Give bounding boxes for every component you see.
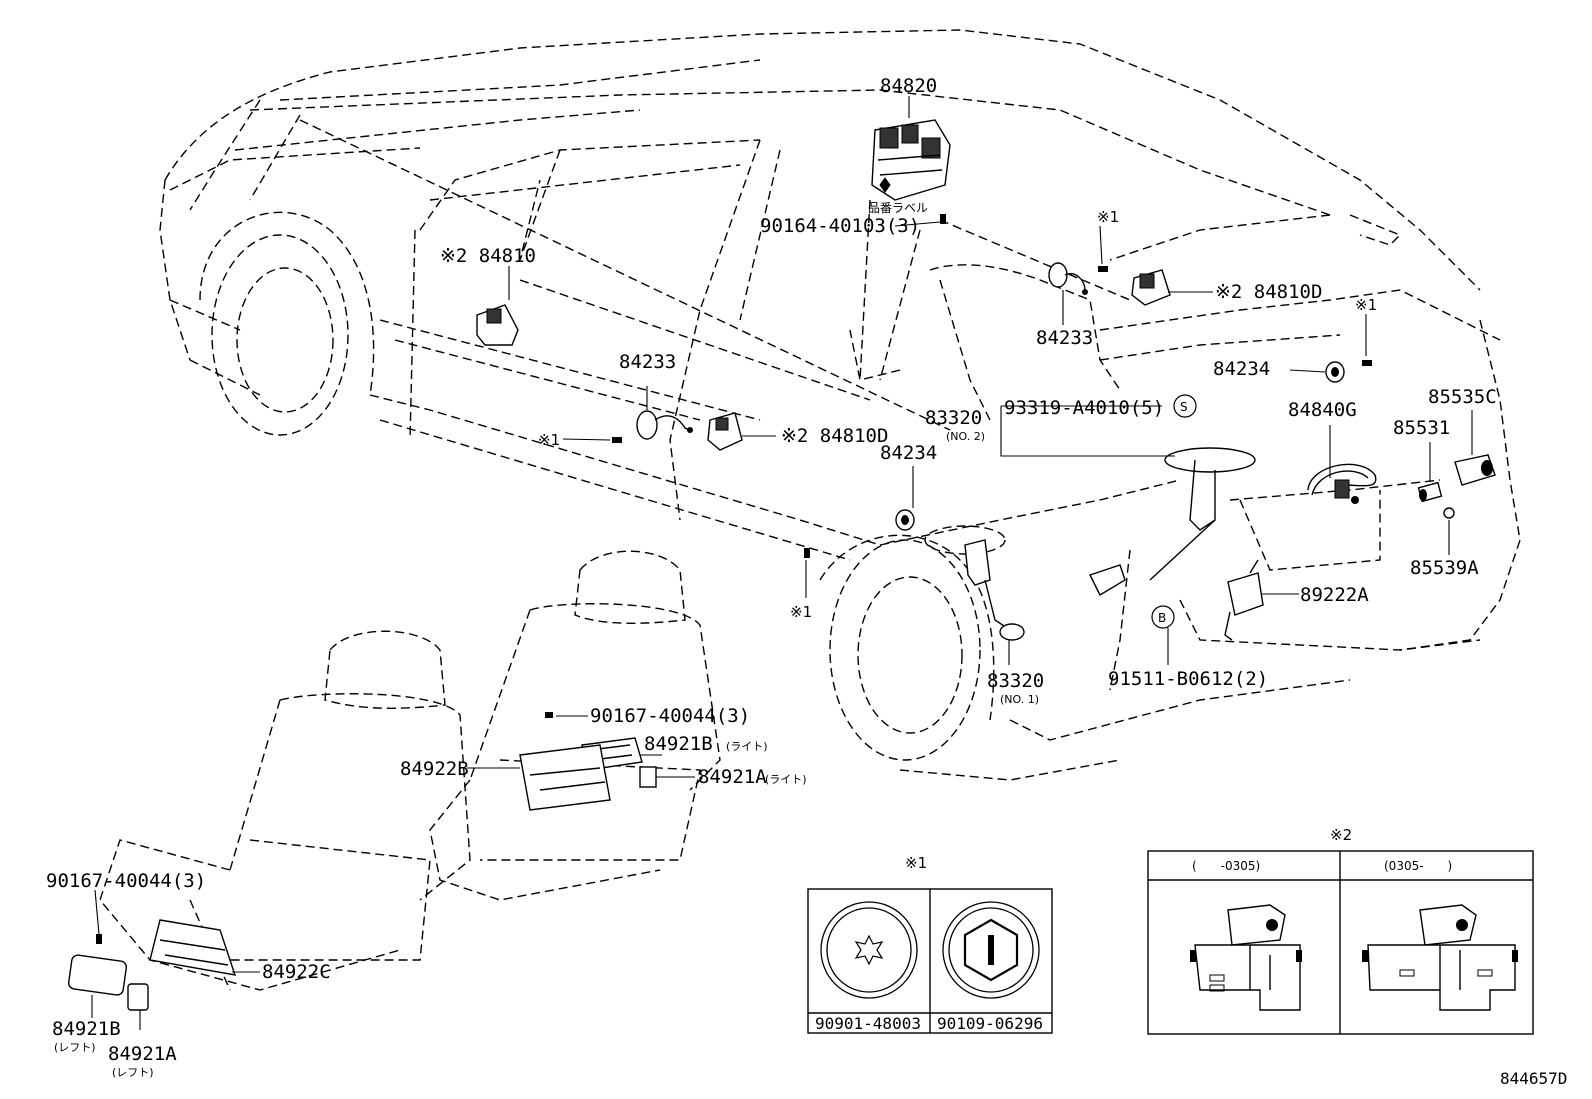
label-light-a: (ライト) — [765, 773, 807, 786]
label-83320-no1: 83320 — [987, 670, 1044, 692]
label-84810D-left: ※2 84810D — [781, 425, 888, 447]
label-89222A: 89222A — [1300, 584, 1369, 606]
part-85539A — [1443, 507, 1455, 519]
label-85535C: 85535C — [1428, 386, 1497, 408]
screw-mark1-right-top — [1098, 266, 1108, 272]
switch-old-icon — [1190, 904, 1302, 1011]
cap-84234-left — [895, 509, 915, 531]
label-85539A: 85539A — [1410, 557, 1479, 579]
circle-b-mark — [1151, 605, 1175, 629]
label-84234-left: 84234 — [880, 442, 937, 464]
switch-84840G — [1307, 463, 1377, 504]
label-91511-B0612: 91511-B0612(2) — [1108, 668, 1268, 690]
label-84921A-light: 84921A — [698, 766, 767, 788]
master-switch-84820 — [871, 119, 951, 201]
circle-s-mark — [1173, 394, 1197, 418]
label-no1: (NO. 1) — [1000, 693, 1039, 706]
label-84921A-left: 84921A — [108, 1043, 177, 1065]
inset-mark1: ※1 90901-48003 90109-06296 — [807, 854, 1053, 1034]
screw-90164 — [940, 214, 946, 224]
label-84840G: 84840G — [1288, 399, 1357, 421]
fuel-sender-83320-no2 — [1089, 447, 1256, 596]
fuel-sender-83320-no1 — [964, 539, 1025, 641]
switch-84921A-light — [639, 766, 657, 788]
label-83320-no2: 83320 — [925, 407, 982, 429]
bracket-84922B — [519, 712, 611, 811]
label-hinban: 品番ラベル — [868, 201, 928, 215]
cap-84234-right — [1325, 361, 1345, 383]
label-mark1-lower: ※1 — [790, 603, 812, 621]
courtesy-switch-84233-left — [636, 410, 693, 440]
inset2-left-range: ( -0305) — [1192, 859, 1260, 873]
hex-screw-icon — [942, 901, 1040, 999]
label-left-a: (レフト) — [112, 1066, 154, 1079]
label-arrow-up — [879, 177, 891, 193]
figure-ref-number: 844657D — [1500, 1069, 1567, 1088]
window-switch-84810 — [476, 304, 519, 346]
inset1-left-part: 90901-48003 — [815, 1014, 921, 1033]
label-84810: ※2 84810 — [440, 245, 536, 267]
label-mark1-top: ※1 — [1097, 208, 1119, 226]
label-mark1-left: ※1 — [538, 431, 560, 449]
module-89222A — [1224, 559, 1264, 641]
label-84922B: 84922B — [400, 758, 469, 780]
label-84810D-right: ※2 84810D — [1215, 281, 1322, 303]
window-switch-84810D-left — [707, 412, 743, 451]
screw-mark1-right-mid — [1362, 360, 1372, 366]
switch-new-icon — [1362, 904, 1518, 1011]
label-circle-b: B — [1158, 611, 1166, 625]
inset1-right-part: 90109-06296 — [937, 1014, 1043, 1033]
label-84921B-left: 84921B — [52, 1018, 121, 1040]
label-85531: 85531 — [1393, 417, 1450, 439]
part-85531 — [1417, 481, 1443, 503]
inset2-title: ※2 — [1330, 826, 1352, 844]
label-mark1-mid: ※1 — [1355, 296, 1377, 314]
inset1-title: ※1 — [905, 854, 927, 872]
screw-mark1-lower — [804, 548, 810, 558]
label-light-b: (ライト) — [726, 740, 768, 753]
window-switch-84810D-right — [1131, 269, 1171, 306]
label-84820: 84820 — [880, 75, 937, 97]
label-left-b: (レフト) — [54, 1041, 96, 1054]
seats-phantom-outline — [99, 550, 721, 991]
label-84233-left: 84233 — [619, 351, 676, 373]
label-84233-right: 84233 — [1036, 327, 1093, 349]
inset-mark2: ※2 ( -0305) (0305- ) — [1147, 826, 1534, 1035]
label-circle-s: S — [1180, 400, 1188, 414]
leader-lines — [91, 96, 1473, 1030]
switch-84921A-left — [127, 983, 149, 1011]
label-93319-A4010: 93319-A4010(5) — [1004, 397, 1164, 419]
bracket-84922C — [96, 919, 237, 976]
label-no2: (NO. 2) — [946, 430, 985, 443]
label-84234-right: 84234 — [1213, 358, 1270, 380]
label-84922C: 84922C — [262, 961, 331, 983]
label-90164-40103: 90164-40103(3) — [760, 215, 920, 237]
courtesy-switch-84233-right — [1048, 262, 1088, 295]
inset2-right-range: (0305- ) — [1384, 859, 1452, 873]
screw-mark1-left — [612, 437, 622, 443]
part-85535C — [1454, 454, 1496, 486]
label-84921B-light: 84921B — [644, 733, 713, 755]
torx-screw-icon — [820, 901, 918, 999]
label-90167-40044-right: 90167-40044(3) — [590, 705, 750, 727]
switch-84921B-left — [67, 954, 128, 996]
label-90167-40044-left: 90167-40044(3) — [46, 870, 206, 892]
